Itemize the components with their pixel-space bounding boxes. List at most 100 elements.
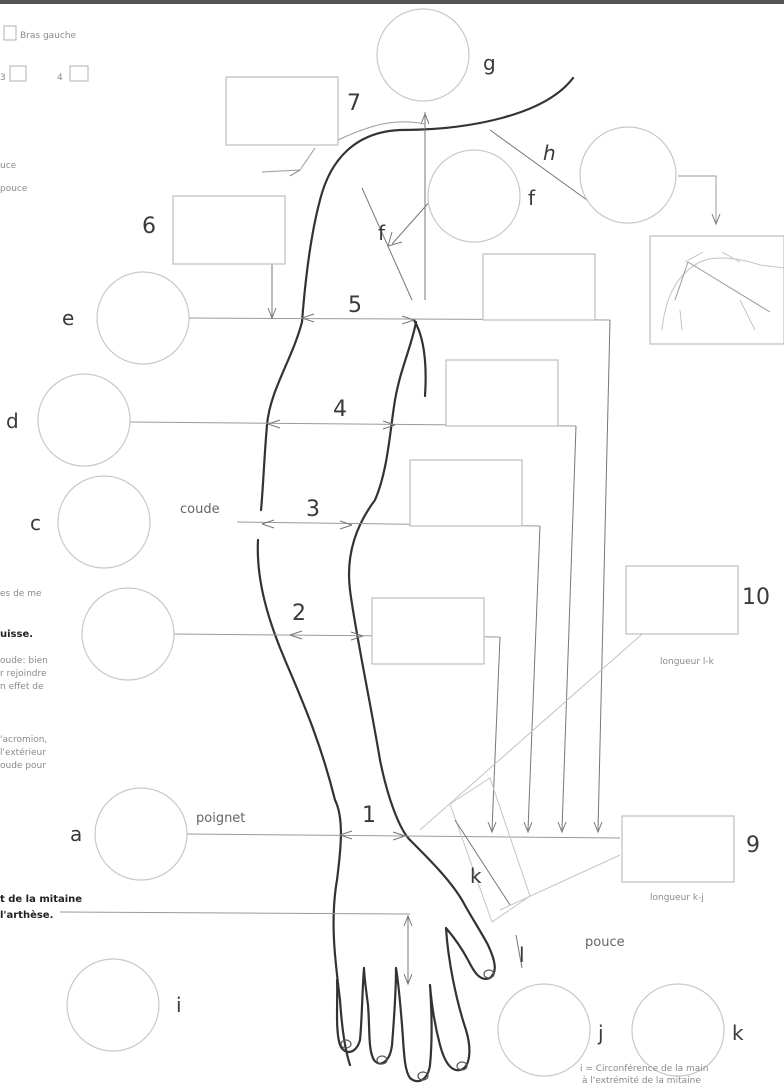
label-6: 6 <box>142 214 156 239</box>
top-rule <box>0 0 784 4</box>
arrows-4 <box>267 419 396 430</box>
left-text-mid-1: es de me <box>0 589 42 599</box>
left-text-top-1: uce <box>0 161 17 171</box>
label-poignet: poignet <box>196 811 245 826</box>
arrow-h <box>711 213 721 226</box>
label-9: 9 <box>746 833 760 858</box>
armpit-curve <box>412 318 427 398</box>
arrow-v5 <box>593 821 603 834</box>
circle-b[interactable] <box>81 587 175 681</box>
left-text-mid-3: r rejoindre <box>0 669 47 679</box>
option-4-label: 4 <box>57 73 63 83</box>
label-5: 5 <box>348 293 362 318</box>
label-1: 1 <box>362 803 376 828</box>
torso-sketch-line <box>687 261 771 313</box>
hand-outline <box>335 838 496 1083</box>
nail-little <box>340 1039 352 1049</box>
torso-sketch-line-2 <box>674 261 689 301</box>
circle-h[interactable] <box>579 126 677 224</box>
left-text-bottom-2: l'arthèse. <box>0 909 53 921</box>
checkbox-bras-gauche[interactable] <box>3 25 17 41</box>
nail-ring <box>376 1055 388 1065</box>
label-2: 2 <box>292 601 306 626</box>
label-longueur-9: longueur k-j <box>650 893 704 903</box>
line-f-left <box>361 187 413 301</box>
arrow-vi <box>403 914 413 986</box>
torso-sketch-box <box>649 235 784 345</box>
nail-index <box>456 1061 468 1071</box>
label-l-segment: l <box>519 943 525 967</box>
circle-k[interactable] <box>631 983 725 1077</box>
arrow-v3 <box>523 821 533 834</box>
label-k-segment: k <box>470 864 482 888</box>
box-7[interactable] <box>225 76 339 146</box>
box-5[interactable] <box>482 253 596 321</box>
circle-c[interactable] <box>57 475 151 569</box>
arrows-2 <box>289 630 364 641</box>
label-a: a <box>70 822 82 846</box>
checkbox-option-4[interactable] <box>69 65 89 82</box>
left-text-mid-2: oude: bien <box>0 656 48 666</box>
arm-outline-outer <box>256 76 575 1067</box>
label-longueur-10: longueur l-k <box>660 657 715 667</box>
torso-sketch-outline <box>661 257 784 331</box>
arrow-vg <box>420 112 430 125</box>
label-h: h <box>543 141 556 165</box>
connector-9 <box>499 854 621 911</box>
left-text-mid-5: 'acromion, <box>0 735 47 745</box>
arrows-3 <box>261 519 353 530</box>
arrow-v6 <box>267 307 277 320</box>
label-j: j <box>597 1021 604 1045</box>
box-2[interactable] <box>371 597 485 665</box>
torso-sketch-detail <box>679 299 756 331</box>
connector-h <box>678 175 717 222</box>
label-7: 7 <box>347 91 361 116</box>
circle-j[interactable] <box>497 983 591 1077</box>
connector-7b <box>261 147 316 173</box>
label-c: c <box>30 511 41 535</box>
arrow-7b <box>289 169 301 177</box>
circle-i[interactable] <box>66 958 160 1052</box>
label-coude: coude <box>180 502 220 517</box>
left-text-mid-7: oude pour <box>0 761 46 771</box>
arrow-v2 <box>487 821 497 834</box>
connector-10 <box>419 604 676 831</box>
label-i: i <box>176 993 182 1017</box>
vertical-4 <box>561 425 577 831</box>
box-3[interactable] <box>409 459 523 527</box>
circle-d[interactable] <box>37 373 131 467</box>
label-d: d <box>6 409 19 433</box>
circle-g[interactable] <box>376 8 470 102</box>
arrows-5 <box>301 313 415 325</box>
left-text-mid-4: n effet de <box>0 682 44 692</box>
label-e: e <box>62 306 74 330</box>
box-6[interactable] <box>172 195 286 265</box>
circle-e[interactable] <box>96 271 190 365</box>
arrow-f <box>387 231 403 247</box>
vertical-5 <box>597 319 611 831</box>
circle-f[interactable] <box>427 149 521 243</box>
line-i <box>59 911 411 915</box>
left-text-mid-6: l'extérieur <box>0 747 46 758</box>
footnote-line-1: i = Circonférence de la main <box>580 1063 708 1074</box>
arm-outline-inner <box>347 320 418 842</box>
label-3: 3 <box>306 497 320 522</box>
box-9[interactable] <box>621 815 735 883</box>
label-4: 4 <box>333 397 347 422</box>
label-f: f <box>528 186 536 210</box>
vertical-3 <box>527 525 541 831</box>
box-10[interactable] <box>625 565 739 635</box>
circle-a[interactable] <box>94 787 188 881</box>
label-10: 10 <box>742 585 770 610</box>
left-text-top-2: pouce <box>0 184 28 194</box>
vertical-2 <box>491 636 501 831</box>
line-h <box>489 129 599 209</box>
label-k: k <box>732 1021 744 1045</box>
option-3-label: 3 <box>0 73 6 83</box>
nail-middle <box>417 1071 429 1081</box>
checkbox-option-3[interactable] <box>9 65 27 82</box>
box-4[interactable] <box>445 359 559 427</box>
checkbox-bras-gauche-label: Bras gauche <box>20 31 77 41</box>
arrows-1 <box>339 830 406 841</box>
